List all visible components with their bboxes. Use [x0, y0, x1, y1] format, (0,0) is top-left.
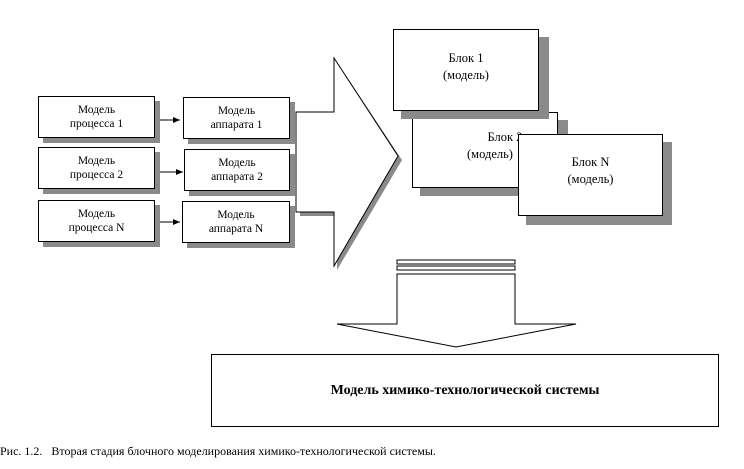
block-n-title: Блок N [571, 155, 610, 169]
system-model-box: Модель химико-технологической системы [211, 354, 719, 427]
apparatus-model-n-title: Модель [217, 209, 255, 221]
block-1: Блок 1 (модель) [393, 29, 539, 111]
process-model-2-title: Модель [77, 155, 116, 167]
bar-top [396, 259, 516, 265]
apparatus-model-2-label: аппарата 2 [211, 171, 263, 183]
apparatus-model-1-title: Модель [217, 105, 256, 117]
process-model-2-label: процесса 2 [69, 169, 124, 181]
bar-mid [396, 265, 516, 271]
block-n-label: (модель) [567, 172, 614, 186]
big-right-arrow [295, 56, 399, 268]
process-model-1-label: процесса 1 [69, 118, 124, 130]
big-down-arrow [336, 273, 577, 348]
apparatus-model-1: Модель аппарата 1 [183, 97, 290, 139]
block-2-label: (модель) [467, 147, 513, 161]
block-2-title: Блок 2 [487, 130, 523, 144]
apparatus-model-n-label: аппарата N [208, 223, 264, 235]
process-model-1: Модель процесса 1 [38, 96, 155, 138]
block-1-title: Блок 1 [448, 51, 484, 65]
process-model-n: Модель процесса N [38, 200, 155, 242]
block-1-label: (модель) [443, 68, 489, 82]
apparatus-model-n: Модель аппарата N [182, 201, 290, 243]
apparatus-model-1-label: аппарата 1 [210, 119, 263, 131]
process-model-n-title: Модель [77, 208, 116, 220]
apparatus-model-2: Модель аппарата 2 [184, 149, 290, 191]
process-model-1-title: Модель [77, 104, 116, 116]
figure-caption: Рис. 1.2. Вторая стадия блочного моделир… [0, 444, 436, 458]
block-n: Блок N (модель) [518, 134, 663, 216]
process-model-2: Модель процесса 2 [38, 147, 155, 189]
system-model-label: Модель химико-технологической системы [330, 382, 600, 398]
apparatus-model-2-title: Модель [218, 157, 256, 169]
process-model-n-label: процесса N [68, 222, 125, 234]
